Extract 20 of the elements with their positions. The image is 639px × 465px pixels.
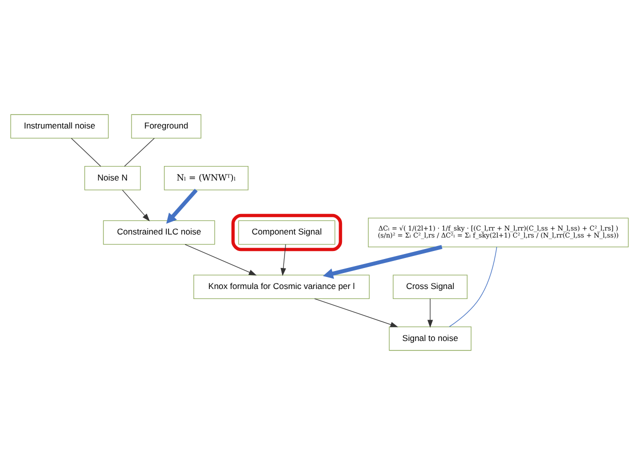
node-box: Instrumentall noise: [10, 114, 109, 139]
node-box: Component Signal: [238, 220, 336, 245]
arrow: [280, 244, 286, 276]
arrow: [322, 245, 442, 279]
arrow: [427, 298, 433, 328]
node-box: Signal to noise: [388, 326, 472, 351]
node-box: Knox formula for Cosmic variance per l: [193, 274, 370, 299]
connector: [70, 138, 102, 167]
node-box: Constrained ILC noise: [103, 220, 216, 245]
node-box: Nₗ = (WNWᵀ)ₗ: [164, 166, 248, 190]
connector: [124, 138, 155, 167]
arrow: [122, 190, 150, 222]
node-box: Cross Signal: [392, 274, 468, 299]
connector: [449, 246, 498, 327]
arrow: [184, 244, 257, 276]
arrow: [166, 188, 198, 224]
arrow: [314, 298, 398, 328]
node-box: Foreground: [131, 114, 202, 139]
cluster: [231, 214, 342, 252]
node-box: Noise N: [84, 166, 141, 190]
